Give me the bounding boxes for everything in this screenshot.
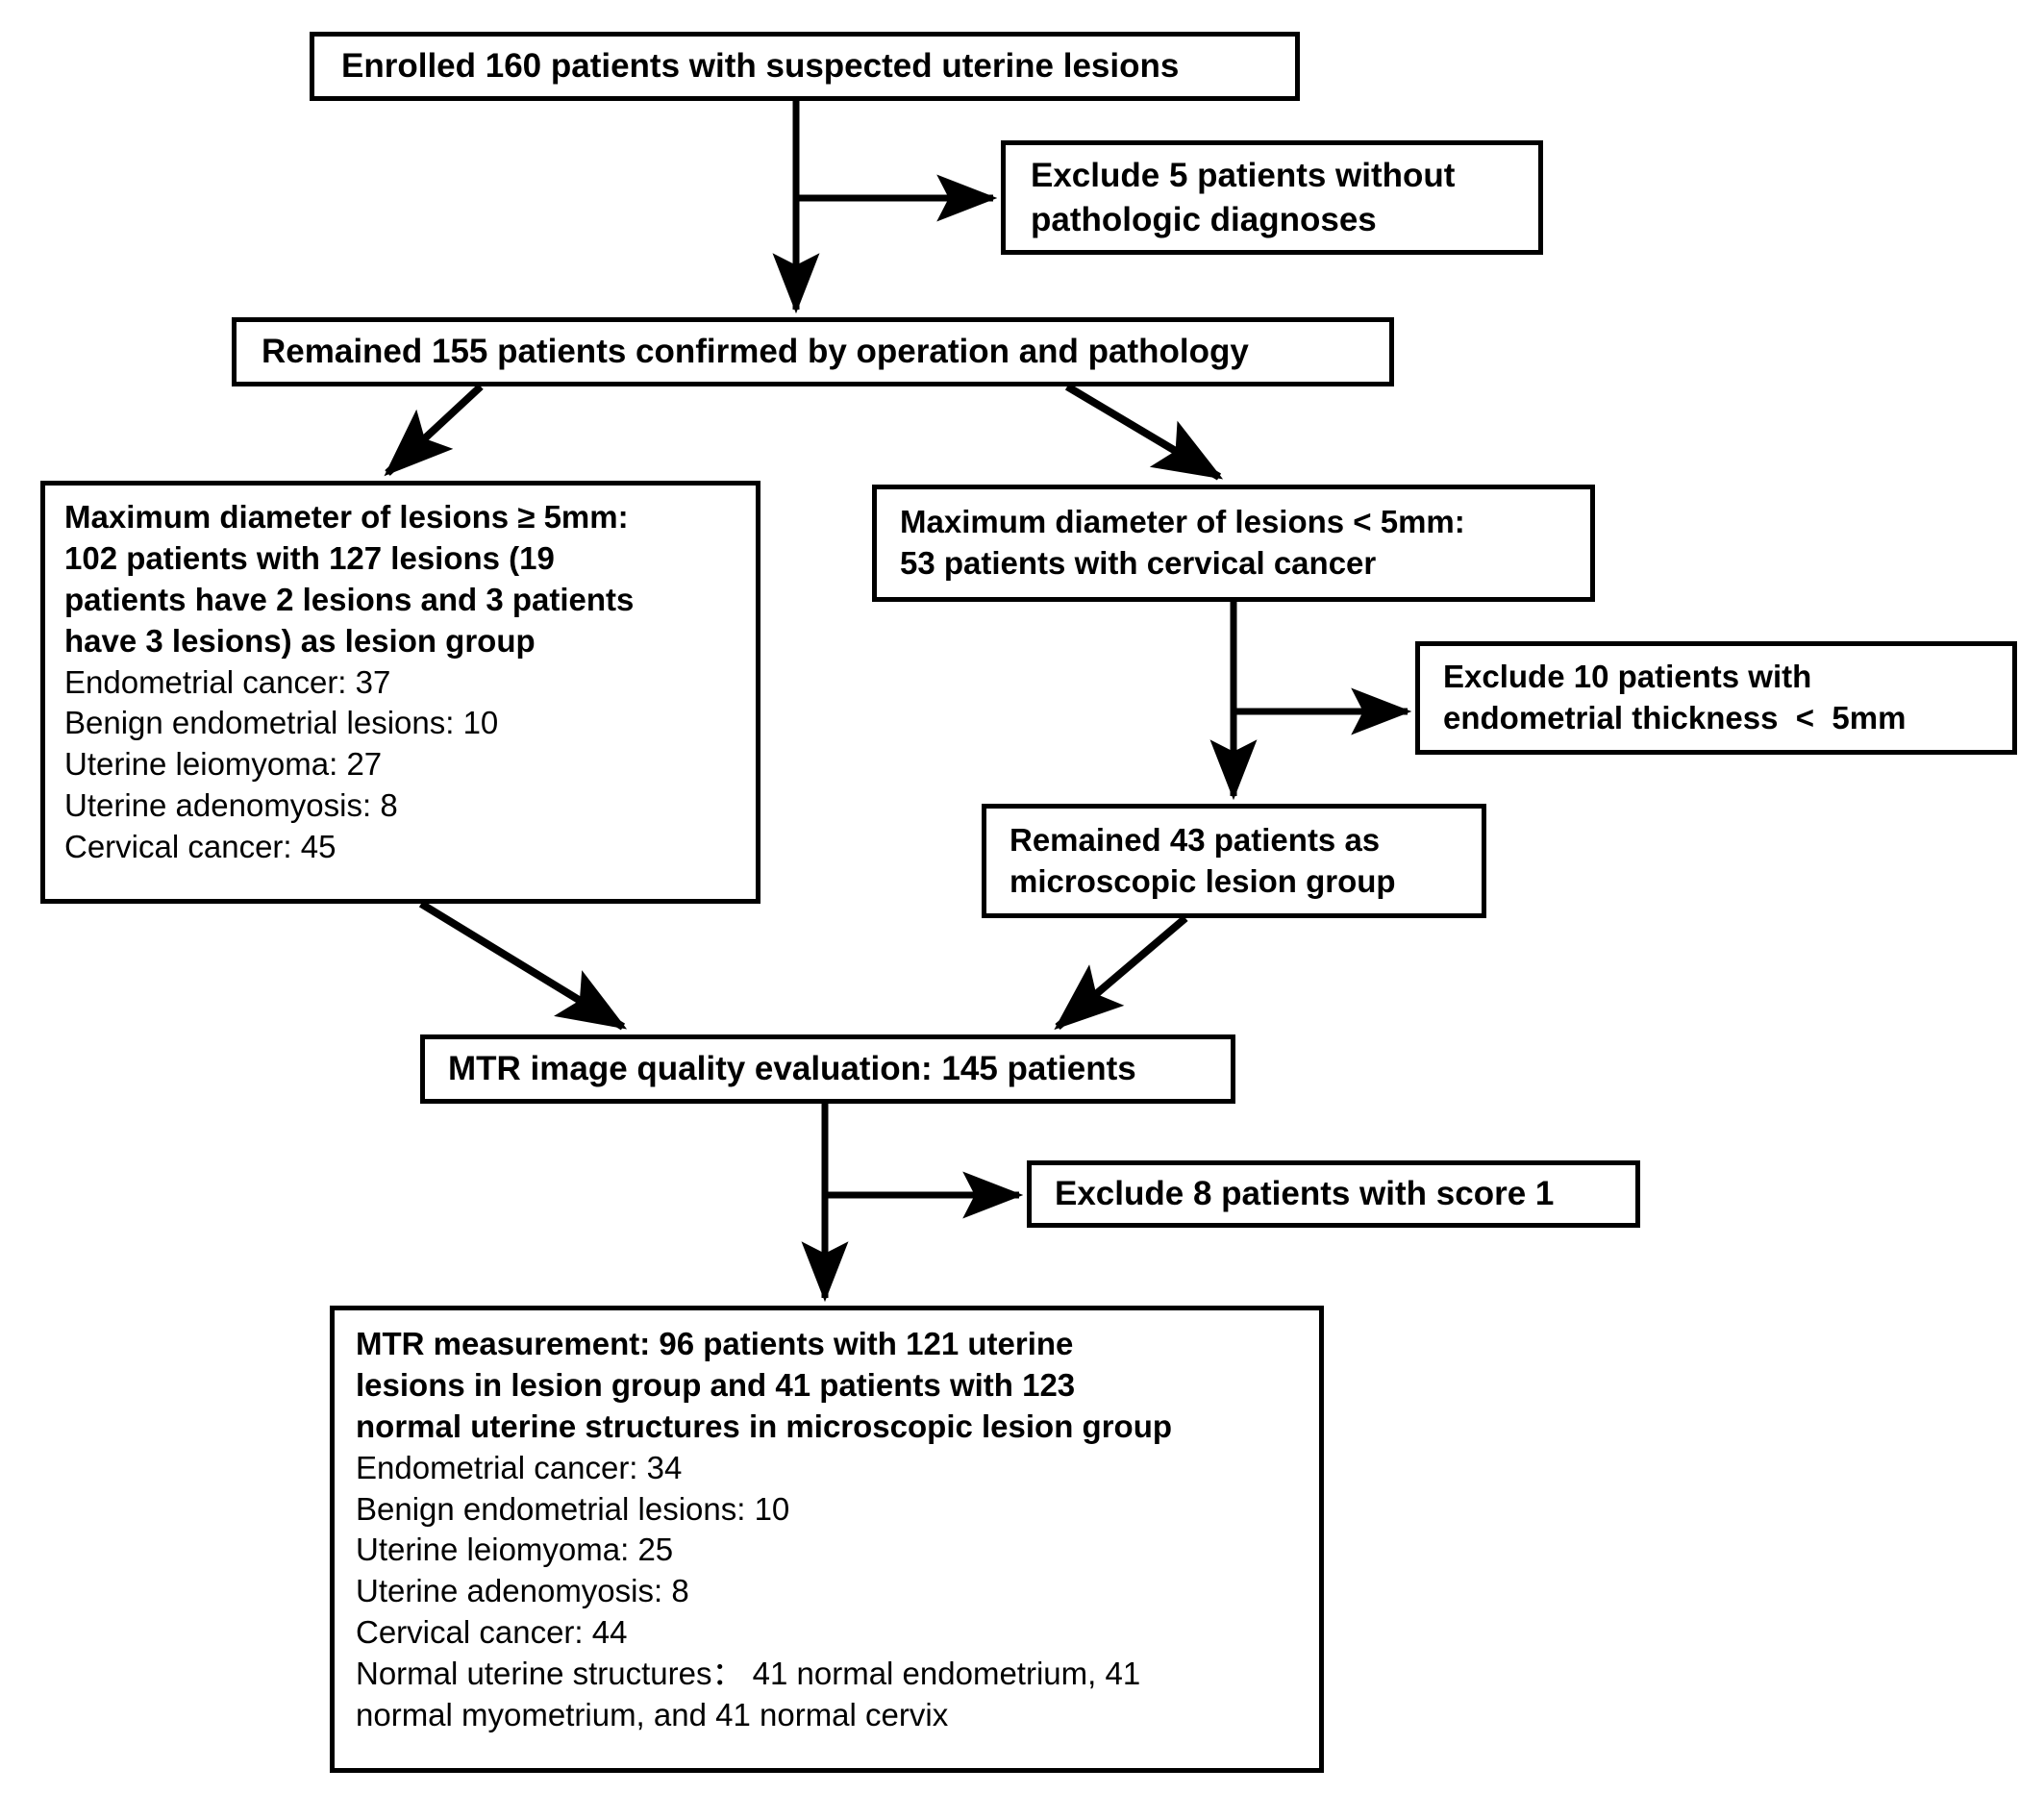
node-micro-branch-line-1: Maximum diameter of lesions < 5mm:: [900, 504, 1465, 540]
node-mtr-measurement: MTR measurement: 96 patients with 121 ut…: [330, 1306, 1324, 1773]
node-mtr-quality-line-1: MTR image quality evaluation: 145 patien…: [448, 1050, 1136, 1088]
node-mtr-measure-item-5: Cervical cancer: 44: [356, 1614, 628, 1651]
node-mtr-measure-header-2: lesions in lesion group and 41 patients …: [356, 1366, 1076, 1403]
node-exclude5-line-2: pathologic diagnoses: [1031, 200, 1377, 238]
node-lesion-group-item-3: Uterine leiomyoma: 27: [64, 746, 383, 783]
node-remained-43-patients: Remained 43 patients as microscopic lesi…: [982, 804, 1486, 918]
node-exclude5-line-1: Exclude 5 patients without: [1031, 157, 1456, 194]
node-exclude10-line-1: Exclude 10 patients with: [1443, 659, 1812, 695]
node-remained43-line-1: Remained 43 patients as: [1010, 821, 1381, 858]
node-mtr-image-quality: MTR image quality evaluation: 145 patien…: [420, 1034, 1235, 1104]
node-lesion-group-header-2: 102 patients with 127 lesions (19: [64, 539, 555, 576]
connector-remained43-to-mtr-quality: [1054, 914, 1188, 1031]
node-lesion-group-item-4: Uterine adenomyosis: 8: [64, 787, 398, 824]
node-mtr-measure-header-1: MTR measurement: 96 patients with 121 ut…: [356, 1326, 1074, 1361]
node-mtr-measure-item-1: Endometrial cancer: 34: [356, 1449, 683, 1485]
node-mtr-measure-item-7: normal myometrium, and 41 normal cervix: [356, 1697, 949, 1733]
node-remained155-line-1: Remained 155 patients confirmed by opera…: [262, 333, 1249, 371]
node-lesion-group-header-4: have 3 lesions) as lesion group: [64, 622, 536, 659]
node-micro-branch-line-2: 53 patients with cervical cancer: [900, 545, 1377, 581]
node-lesion-group-item-5: Cervical cancer: 45: [64, 829, 337, 865]
node-remained-155-patients: Remained 155 patients confirmed by opera…: [232, 317, 1394, 386]
node-mtr-measure-item-6: Normal uterine structures： 41 normal end…: [356, 1656, 1141, 1692]
node-remained43-line-2: microscopic lesion group: [1010, 862, 1396, 899]
node-exclude10-line-2: endometrial thickness < 5mm: [1443, 700, 1907, 735]
node-microscopic-branch: Maximum diameter of lesions < 5mm: 53 pa…: [872, 485, 1595, 602]
node-lesion-group-item-1: Endometrial cancer: 37: [64, 663, 391, 700]
node-exclude-5-patients: Exclude 5 patients without pathologic di…: [1001, 140, 1543, 255]
node-enrolled-patients: Enrolled 160 patients with suspected ute…: [310, 32, 1300, 101]
connector-remained155-to-micro-branch: [1064, 383, 1224, 481]
node-lesion-group: Maximum diameter of lesions ≥ 5mm: 102 p…: [40, 481, 760, 904]
connector-remained155-to-lesion-group: [384, 384, 484, 477]
node-mtr-measure-item-4: Uterine adenomyosis: 8: [356, 1573, 689, 1609]
connector-lesion-group-to-mtr-quality: [418, 900, 628, 1031]
node-mtr-measure-item-3: Uterine leiomyoma: 25: [356, 1532, 674, 1568]
node-lesion-group-item-2: Benign endometrial lesions: 10: [64, 705, 499, 741]
node-lesion-group-header-1: Maximum diameter of lesions ≥ 5mm:: [64, 499, 629, 535]
node-exclude-8-patients: Exclude 8 patients with score 1: [1027, 1160, 1640, 1228]
node-mtr-measure-item-2: Benign endometrial lesions: 10: [356, 1490, 790, 1527]
node-enrolled-line-1: Enrolled 160 patients with suspected ute…: [341, 47, 1180, 86]
node-lesion-group-header-3: patients have 2 lesions and 3 patients: [64, 581, 635, 617]
node-exclude-score-line-1: Exclude 8 patients with score 1: [1055, 1175, 1555, 1213]
node-exclude-10-patients: Exclude 10 patients with endometrial thi…: [1415, 641, 2017, 755]
node-mtr-measure-header-3: normal uterine structures in microscopic…: [356, 1408, 1173, 1444]
